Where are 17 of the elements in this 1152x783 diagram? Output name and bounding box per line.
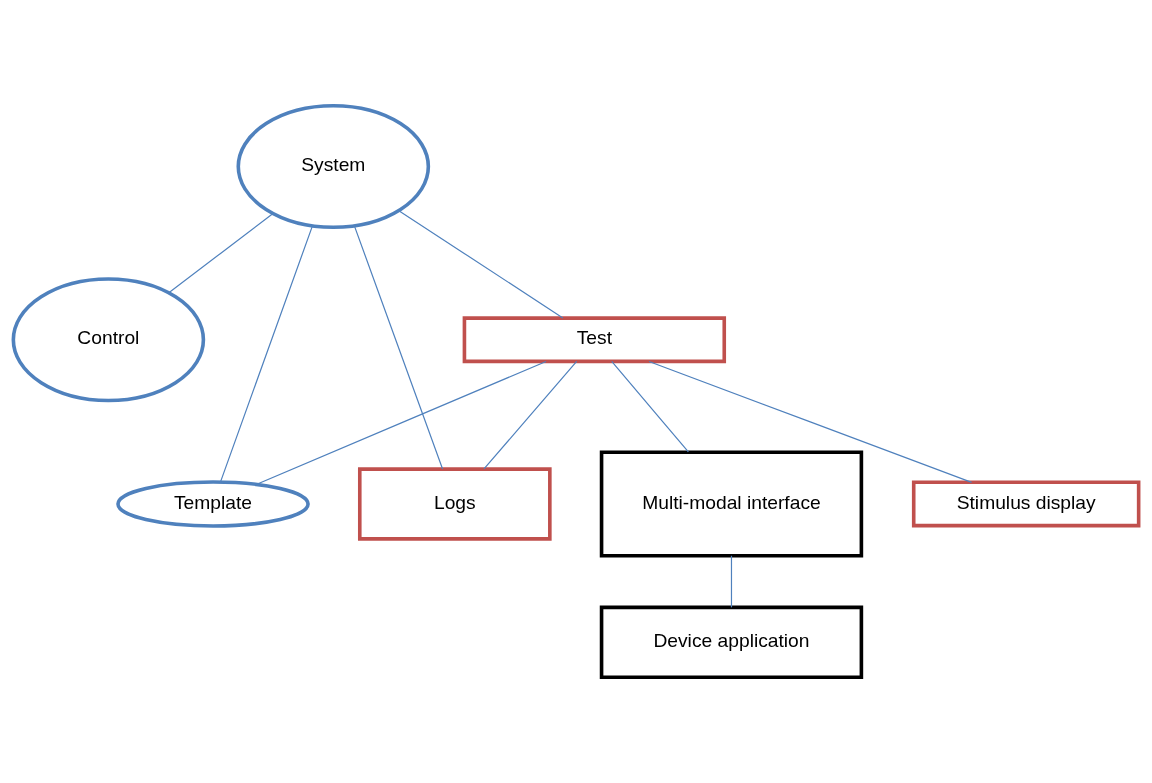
connector bbox=[353, 225, 444, 470]
node-ellipse: System bbox=[236, 104, 431, 230]
node-box: Device application bbox=[599, 605, 864, 679]
connector bbox=[256, 360, 547, 485]
node-box: Test bbox=[462, 316, 727, 364]
node-box: Stimulus display bbox=[911, 480, 1141, 528]
connector bbox=[398, 210, 564, 319]
connector bbox=[483, 360, 578, 470]
node-ellipse: Control bbox=[11, 277, 206, 403]
connector bbox=[168, 212, 274, 294]
node-box: Multi-modal interface bbox=[599, 450, 864, 558]
connector bbox=[730, 555, 733, 608]
node-box: Logs bbox=[357, 467, 552, 541]
connector bbox=[611, 360, 689, 453]
node-ellipse: Template bbox=[116, 480, 310, 528]
connector bbox=[648, 360, 973, 483]
connector bbox=[219, 225, 313, 483]
